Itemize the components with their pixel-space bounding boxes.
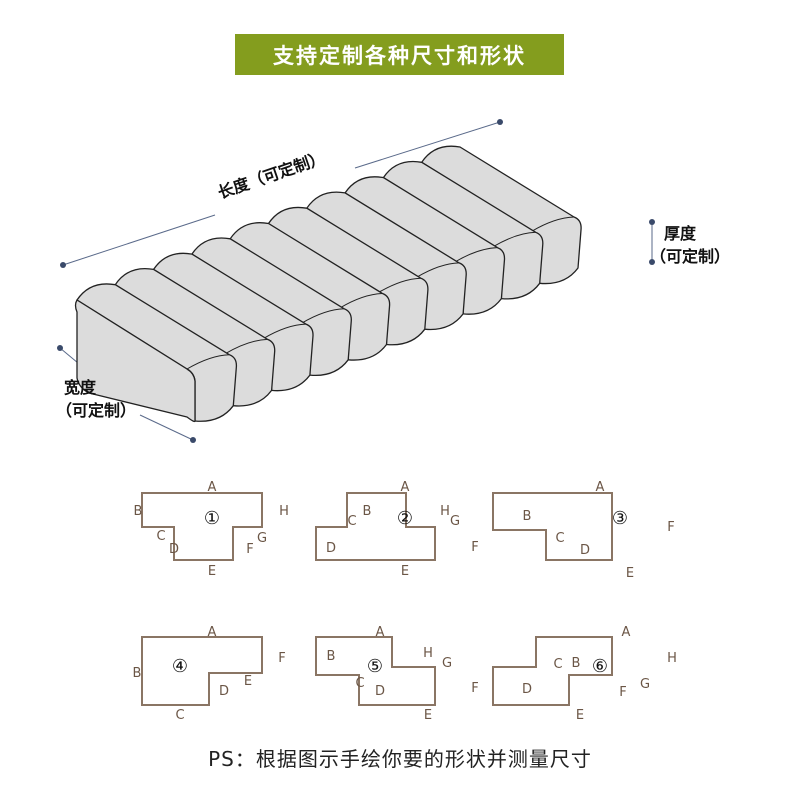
side-label-d: D — [522, 682, 532, 697]
cushion-segment-edge — [378, 277, 421, 293]
side-label-h: H — [667, 651, 677, 666]
thickness-sub-label: （可定制） — [650, 247, 731, 266]
side-label-g: G — [442, 656, 452, 671]
side-label-a: A — [622, 625, 631, 640]
shape-number: ③ — [612, 508, 628, 529]
side-label-d: D — [169, 542, 179, 557]
dimension-dot — [57, 345, 63, 351]
side-label-c: C — [555, 531, 564, 546]
side-label-e: E — [424, 708, 432, 723]
shape-outline-5 — [315, 636, 436, 706]
side-label-b: B — [523, 509, 532, 524]
side-label-e: E — [626, 566, 634, 581]
side-label-h: H — [423, 646, 433, 661]
cushion-segment-edge — [225, 338, 268, 355]
side-label-a: A — [376, 625, 385, 640]
dimension-dot — [190, 437, 196, 443]
side-label-d: D — [375, 684, 385, 699]
side-label-c: C — [175, 708, 184, 723]
length-dimension-line — [62, 214, 216, 266]
width-dimension-line — [139, 414, 194, 441]
cushion-segment-edge — [416, 262, 460, 278]
side-label-b: B — [327, 649, 336, 664]
side-label-f: F — [471, 681, 478, 696]
shape-number: ① — [204, 508, 220, 529]
side-label-g: G — [257, 531, 267, 546]
cushion-illustration — [57, 119, 655, 443]
side-label-b: B — [363, 504, 372, 519]
footnote: PS：根据图示手绘你要的形状并测量尺寸 — [208, 747, 592, 771]
title-banner: 支持定制各种尺寸和形状 — [235, 34, 564, 75]
side-label-e: E — [208, 564, 216, 579]
cushion-side-face — [74, 299, 196, 423]
side-label-f: F — [471, 540, 478, 555]
cushion-segment-edge — [186, 354, 230, 370]
shape-outline-4 — [141, 636, 263, 706]
side-label-e: E — [576, 708, 584, 723]
cushion-segment-edge — [454, 247, 498, 263]
side-label-b: B — [133, 666, 142, 681]
side-label-d: D — [326, 541, 336, 556]
side-label-h: H — [440, 504, 450, 519]
shape-number: ⑥ — [592, 656, 608, 677]
shape-outline-6 — [492, 636, 613, 706]
dimension-dot — [649, 219, 655, 225]
width-label: 宽度 — [64, 378, 97, 397]
side-label-g: G — [640, 677, 650, 692]
side-label-a: A — [208, 625, 217, 640]
side-label-h: H — [279, 504, 289, 519]
side-label-f: F — [619, 685, 626, 700]
dimension-dot — [497, 119, 503, 125]
side-label-a: A — [401, 480, 410, 495]
side-label-d: D — [219, 684, 229, 699]
cushion-segment-edge — [531, 216, 575, 232]
side-label-b: B — [134, 504, 143, 519]
dimension-dot — [649, 259, 655, 265]
shape-outline-2 — [315, 492, 436, 561]
cushion-segment-edge — [301, 308, 345, 324]
shape-number: ④ — [172, 656, 188, 677]
side-label-c: C — [355, 676, 364, 691]
cushion-segment-edge — [263, 323, 306, 339]
shape-outline-1 — [141, 492, 263, 561]
side-label-d: D — [580, 543, 590, 558]
side-label-a: A — [596, 480, 605, 495]
shape-number: ⑤ — [367, 656, 383, 677]
side-label-b: B — [572, 656, 581, 671]
cushion-segment-edge — [493, 231, 536, 248]
shape-number: ② — [397, 508, 413, 529]
thickness-label: 厚度 — [664, 224, 697, 243]
side-label-f: F — [278, 651, 285, 666]
side-label-f: F — [667, 520, 674, 535]
side-label-e: E — [401, 564, 409, 579]
side-label-a: A — [208, 480, 217, 495]
side-label-c: C — [156, 529, 165, 544]
dimension-dot — [60, 262, 66, 268]
side-label-g: G — [450, 514, 460, 529]
side-label-e: E — [244, 674, 252, 689]
shape-outline-3 — [492, 492, 613, 561]
side-label-f: F — [246, 542, 253, 557]
side-label-c: C — [553, 657, 562, 672]
length-dimension-line — [354, 121, 501, 169]
width-sub-label: （可定制） — [56, 401, 137, 420]
side-label-c: C — [347, 514, 356, 529]
cushion-segment-edge — [339, 293, 383, 309]
